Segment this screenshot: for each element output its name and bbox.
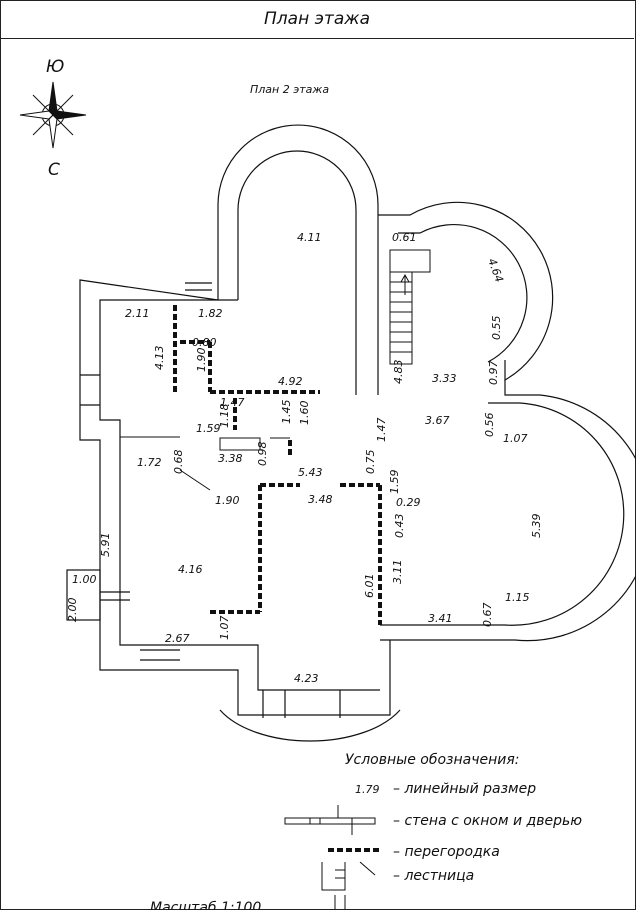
compass-icon xyxy=(19,81,87,149)
dimension-label: 0.56 xyxy=(483,413,496,438)
dimension-label: 1.60 xyxy=(298,401,311,426)
dimension-label: 1.82 xyxy=(198,307,223,320)
dimension-label: 1.59 xyxy=(196,422,221,435)
dimension-label: 0.55 xyxy=(490,316,503,341)
legend-wall-symbol xyxy=(284,805,376,835)
dimension-label: 0.97 xyxy=(487,361,500,386)
dimension-label: 0.43 xyxy=(393,514,406,539)
dimension-label: 1.90 xyxy=(195,348,208,373)
legend-stairs-label: – лестница xyxy=(393,868,474,884)
dimension-label: 1.59 xyxy=(388,470,401,495)
dimension-label: 1.47 xyxy=(375,418,388,443)
dimension-label: 1.18 xyxy=(218,404,231,429)
dimension-label: 5.91 xyxy=(99,533,112,558)
dimension-label: 1.90 xyxy=(215,494,240,507)
dimension-label: 4.16 xyxy=(178,563,203,576)
dimension-label: 1.07 xyxy=(218,616,231,641)
legend-dimension-symbol: 1.79 xyxy=(355,783,380,796)
legend-title: Условные обозначения: xyxy=(345,752,519,768)
dimension-label: 2.11 xyxy=(125,307,150,320)
dimension-label: 0.98 xyxy=(256,442,269,467)
dimension-label: 3.41 xyxy=(428,612,453,625)
dimension-label: 3.33 xyxy=(432,372,457,385)
dimension-label: 6.01 xyxy=(363,574,376,599)
dimension-label: 4.64 xyxy=(485,257,506,284)
dimension-label: 0.61 xyxy=(392,231,417,244)
dimension-label: 1.72 xyxy=(137,456,162,469)
dimension-label: 4.11 xyxy=(297,231,322,244)
dimension-label: 5.39 xyxy=(530,514,543,539)
dimension-label: 4.92 xyxy=(278,375,303,388)
dimension-label: 3.48 xyxy=(308,493,333,506)
legend-dimension-label: – линейный размер xyxy=(393,781,536,797)
dimension-label: 1.00 xyxy=(72,573,97,586)
dimension-label: 1.07 xyxy=(503,432,528,445)
dimension-label: 3.67 xyxy=(425,414,450,427)
plan-title: План 2 этажа xyxy=(250,83,329,96)
dimension-label: 0.67 xyxy=(481,603,494,628)
partitions xyxy=(173,305,382,625)
dimension-label: 1.45 xyxy=(280,400,293,425)
dimension-label: 4.83 xyxy=(392,360,405,385)
dimension-label: 0.75 xyxy=(364,450,377,475)
dimension-label: 3.38 xyxy=(218,452,243,465)
legend-partition-label: – перегородка xyxy=(393,844,500,860)
dimension-label: 3.11 xyxy=(391,560,404,585)
dimension-label: 5.43 xyxy=(298,466,323,479)
dimension-label: 0.80 xyxy=(192,336,217,349)
scale-label: Масштаб 1:100 xyxy=(150,900,261,910)
dimension-label: 0.68 xyxy=(172,450,185,475)
header-bar: План этажа xyxy=(0,0,634,39)
dimension-label: 4.13 xyxy=(153,346,166,371)
legend-wall-label: – стена с окном и дверью xyxy=(393,813,582,829)
compass-north-label: С xyxy=(48,160,60,180)
dimension-label: 0.29 xyxy=(396,496,421,509)
legend-stairs-symbol xyxy=(321,861,376,910)
dimension-label: 4.23 xyxy=(294,672,319,685)
stairs-icon xyxy=(389,249,431,365)
compass-south-label: Ю xyxy=(46,57,64,77)
dimension-label: 2.00 xyxy=(66,598,79,623)
dimension-label: 1.15 xyxy=(505,591,530,604)
outer-walls xyxy=(66,124,636,742)
dimension-label: 2.67 xyxy=(165,632,190,645)
page-title: План этажа xyxy=(264,9,370,29)
dimension-label: 1.47 xyxy=(220,396,245,409)
